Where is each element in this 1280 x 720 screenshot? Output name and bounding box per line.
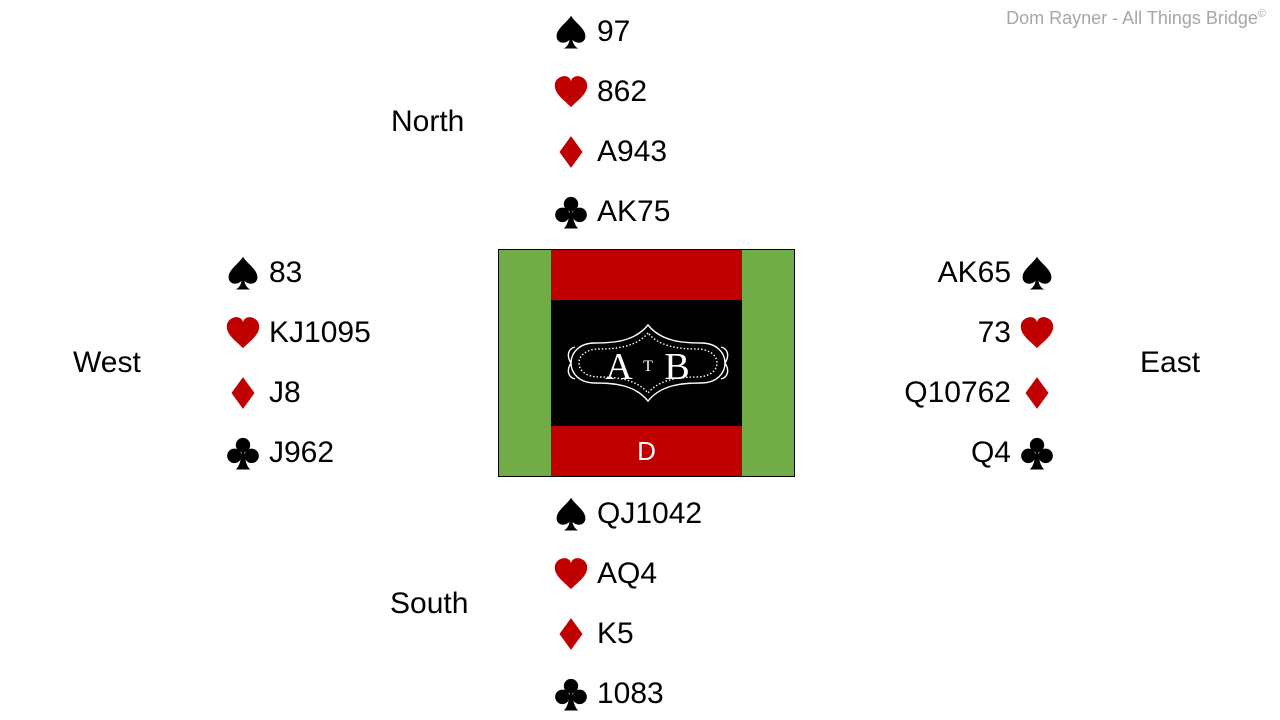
copyright-mark: © xyxy=(1257,8,1266,20)
heart-icon xyxy=(225,315,261,351)
bridge-table: A T B D xyxy=(498,249,795,477)
hand-south: QJ1042 AQ4 K5 1083 xyxy=(553,494,813,714)
table-west-edge xyxy=(499,250,552,476)
heart-icon xyxy=(1019,315,1055,351)
seat-label-west: West xyxy=(73,346,141,379)
hand-west: 83 KJ1095 J8 J962 xyxy=(225,253,485,473)
club-icon xyxy=(553,194,589,230)
cards-spades: AK65 xyxy=(937,256,1011,289)
table-south-band: D xyxy=(551,425,742,476)
table-east-edge xyxy=(741,250,794,476)
suit-row-spades: 97 xyxy=(553,12,630,52)
logo-letter-b: B xyxy=(664,346,689,388)
credit-label: Dom Rayner - All Things Bridge xyxy=(1006,8,1258,28)
suit-row-clubs: AK75 xyxy=(553,192,670,232)
table-center: A T B xyxy=(551,301,742,426)
suit-row-hearts: KJ1095 xyxy=(225,313,371,353)
cards-spades: QJ1042 xyxy=(597,497,703,530)
cards-diamonds: Q10762 xyxy=(904,376,1011,409)
seat-label-east: East xyxy=(1140,346,1201,379)
seat-label-south: South xyxy=(390,587,469,620)
diamond-icon xyxy=(225,375,261,411)
club-icon xyxy=(225,435,261,471)
diamond-icon xyxy=(1019,375,1055,411)
credit-text: Dom Rayner - All Things Bridge© xyxy=(1006,8,1266,29)
club-icon xyxy=(1019,435,1055,471)
cards-clubs: J962 xyxy=(269,436,335,469)
heart-icon xyxy=(553,74,589,110)
atb-logo-icon: A T B xyxy=(567,323,729,403)
club-icon xyxy=(553,676,589,712)
cards-diamonds: J8 xyxy=(269,376,301,409)
suit-row-diamonds: J8 xyxy=(225,373,301,413)
cards-hearts: KJ1095 xyxy=(269,316,371,349)
hand-north: 97 862 A943 AK75 xyxy=(553,12,813,232)
dealer-marker: D xyxy=(637,435,656,466)
spade-icon xyxy=(553,14,589,50)
logo-letter-a: A xyxy=(605,346,633,388)
logo-letter-t: T xyxy=(643,358,653,375)
suit-row-diamonds: K5 xyxy=(553,614,634,654)
cards-diamonds: K5 xyxy=(597,617,634,650)
spade-icon xyxy=(553,496,589,532)
diamond-icon xyxy=(553,134,589,170)
diamond-icon xyxy=(553,616,589,652)
suit-row-hearts: 73 xyxy=(978,313,1055,353)
suit-row-clubs: Q4 xyxy=(971,433,1055,473)
cards-hearts: 73 xyxy=(977,316,1011,349)
seat-label-north: North xyxy=(391,105,465,138)
spade-icon xyxy=(225,255,261,291)
suit-row-hearts: AQ4 xyxy=(553,554,657,594)
cards-hearts: 862 xyxy=(597,75,648,108)
suit-row-hearts: 862 xyxy=(553,72,647,112)
suit-row-clubs: 1083 xyxy=(553,674,664,714)
suit-row-spades: 83 xyxy=(225,253,302,293)
suit-row-diamonds: Q10762 xyxy=(904,373,1055,413)
spade-icon xyxy=(1019,255,1055,291)
cards-clubs: AK75 xyxy=(597,195,671,228)
suit-row-diamonds: A943 xyxy=(553,132,667,172)
cards-diamonds: A943 xyxy=(597,135,668,168)
suit-row-clubs: J962 xyxy=(225,433,334,473)
table-north-band xyxy=(551,250,742,301)
heart-icon xyxy=(553,556,589,592)
cards-clubs: Q4 xyxy=(970,436,1011,469)
suit-row-spades: QJ1042 xyxy=(553,494,702,534)
cards-hearts: AQ4 xyxy=(597,557,658,590)
cards-spades: 83 xyxy=(269,256,303,289)
cards-clubs: 1083 xyxy=(597,677,664,710)
suit-row-spades: AK65 xyxy=(938,253,1055,293)
cards-spades: 97 xyxy=(597,15,631,48)
hand-east: AK65 73 Q10762 Q4 xyxy=(795,253,1055,473)
